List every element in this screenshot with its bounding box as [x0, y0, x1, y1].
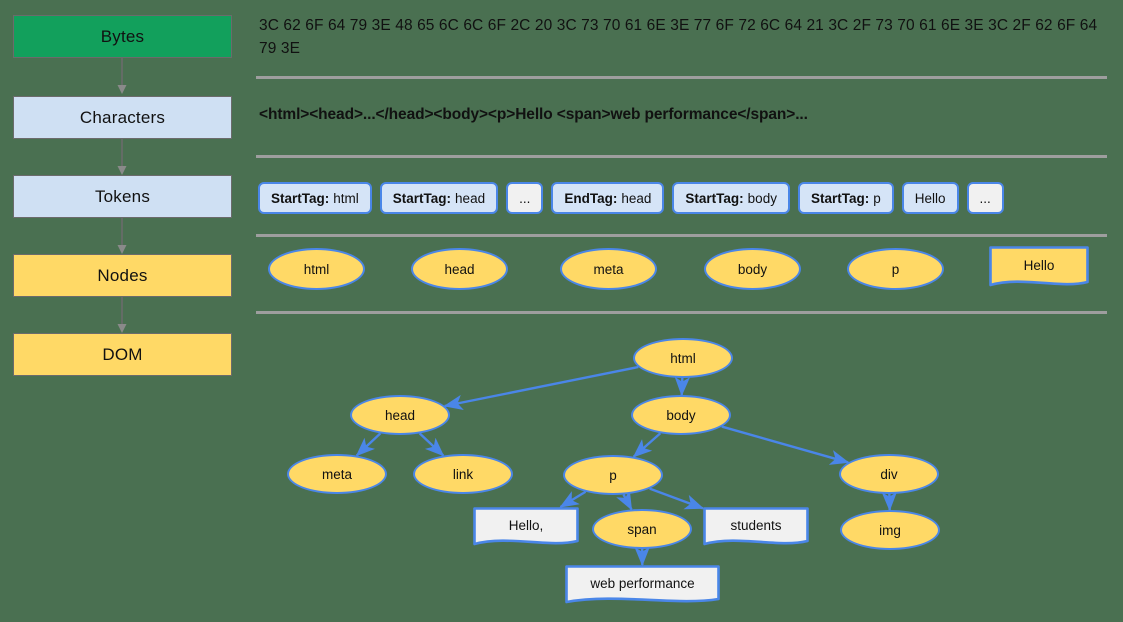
- dom-node-label: p: [609, 467, 617, 483]
- stage-label-dom: DOM: [102, 344, 143, 364]
- dom-tree-edge: [418, 432, 445, 457]
- note-shape-icon: [989, 246, 1089, 287]
- dom-node-label: div: [880, 466, 898, 482]
- separator-line-4: [256, 311, 1107, 314]
- dom-node-ellipse[interactable]: span: [592, 509, 692, 549]
- dom-node-text-note[interactable]: students: [703, 507, 809, 549]
- token-kind: StartTag:: [685, 190, 744, 206]
- dom-tree-edge: [355, 432, 382, 457]
- dom-tree-edge: [649, 487, 705, 510]
- note-shape-icon: [703, 507, 809, 546]
- token-pill[interactable]: StartTag:body: [672, 182, 790, 214]
- token-pill[interactable]: StartTag:p: [797, 182, 894, 214]
- node-ellipse[interactable]: head: [411, 248, 508, 290]
- token-value: html: [333, 190, 359, 206]
- token-kind: StartTag:: [392, 190, 452, 206]
- dom-tree-edge: [559, 490, 587, 509]
- dom-tree-edge: [616, 489, 633, 511]
- node-label: p: [891, 261, 900, 277]
- token-kind: StartTag:: [810, 190, 870, 206]
- dom-tree-edge: [721, 425, 850, 465]
- node-text-note[interactable]: Hello: [989, 246, 1089, 290]
- token-kind: EndTag:: [564, 190, 618, 206]
- token-value: head: [621, 190, 652, 206]
- dom-node-label: students: [730, 517, 782, 533]
- separator-line-1: [256, 76, 1107, 79]
- node-ellipse[interactable]: p: [847, 248, 944, 290]
- token-value: Hello: [914, 190, 946, 206]
- dom-node-label: head: [384, 407, 416, 423]
- pipeline-arrow-icon-4: [117, 297, 127, 333]
- stage-box-bytes: Bytes: [13, 15, 232, 58]
- node-ellipse[interactable]: html: [268, 248, 365, 290]
- dom-node-label: img: [879, 522, 901, 538]
- dom-node-label: span: [627, 521, 657, 537]
- note-shape-icon: [565, 565, 720, 604]
- node-label: meta: [593, 261, 624, 277]
- stage-label-nodes: Nodes: [97, 265, 148, 285]
- dom-node-ellipse[interactable]: meta: [287, 454, 387, 494]
- token-pill[interactable]: Hello: [901, 182, 959, 214]
- token-value: head: [455, 190, 486, 206]
- token-pill[interactable]: ...: [506, 182, 544, 214]
- stage-label-tokens: Tokens: [94, 186, 151, 206]
- dom-node-ellipse[interactable]: head: [350, 395, 450, 435]
- node-ellipse[interactable]: body: [704, 248, 801, 290]
- token-value: body: [747, 190, 777, 206]
- dom-node-ellipse[interactable]: img: [840, 510, 940, 550]
- dom-node-label: body: [666, 407, 696, 423]
- dom-tree-edge: [443, 365, 639, 410]
- stage-box-tokens: Tokens: [13, 175, 232, 218]
- stage-box-nodes: Nodes: [13, 254, 232, 297]
- token-pill[interactable]: ...: [966, 182, 1004, 214]
- pipeline-arrow-icon-2: [117, 139, 127, 175]
- stage-label-bytes: Bytes: [100, 26, 145, 46]
- node-label: html: [303, 261, 330, 277]
- node-label: body: [737, 261, 768, 277]
- dom-node-text-note[interactable]: Hello,: [473, 507, 579, 549]
- bytes-hex-text: 3C 62 6F 64 79 3E 48 65 6C 6C 6F 2C 20 3…: [259, 17, 1098, 57]
- node-label: head: [444, 261, 475, 277]
- stage-label-characters: Characters: [79, 107, 166, 127]
- dom-node-ellipse[interactable]: link: [413, 454, 513, 494]
- dom-node-label: Hello,: [508, 517, 544, 533]
- characters-markup-text: <html><head>...</head><body><p>Hello <sp…: [259, 106, 808, 123]
- nodes-list: html head meta body p Hello: [268, 246, 1108, 296]
- dom-node-ellipse[interactable]: body: [631, 395, 731, 435]
- dom-node-ellipse[interactable]: p: [563, 455, 663, 495]
- token-kind: StartTag:: [271, 190, 330, 206]
- dom-node-label: web performance: [590, 575, 695, 591]
- dom-node-label: meta: [321, 466, 352, 482]
- dom-tree-edge: [674, 376, 691, 397]
- token-value: p: [873, 190, 881, 206]
- dom-node-ellipse[interactable]: html: [633, 338, 733, 378]
- pipeline-arrow-icon-3: [117, 218, 127, 254]
- token-pill[interactable]: StartTag:html: [258, 182, 372, 214]
- dom-node-text-note[interactable]: web performance: [565, 565, 720, 607]
- dom-node-label: link: [452, 466, 474, 482]
- separator-line-2: [256, 155, 1107, 158]
- stage-box-characters: Characters: [13, 96, 232, 139]
- pipeline-arrow-icon-1: [117, 58, 127, 94]
- token-value: ...: [979, 190, 991, 206]
- dom-node-label: html: [670, 350, 696, 366]
- token-pill[interactable]: StartTag:head: [379, 182, 499, 214]
- node-ellipse[interactable]: meta: [560, 248, 657, 290]
- separator-line-3: [256, 234, 1107, 237]
- dom-node-ellipse[interactable]: div: [839, 454, 939, 494]
- token-value: ...: [519, 190, 531, 206]
- stage-box-dom: DOM: [13, 333, 232, 376]
- dom-tree-edge: [632, 432, 662, 458]
- token-pill[interactable]: EndTag:head: [551, 182, 665, 214]
- note-shape-icon: [473, 507, 579, 546]
